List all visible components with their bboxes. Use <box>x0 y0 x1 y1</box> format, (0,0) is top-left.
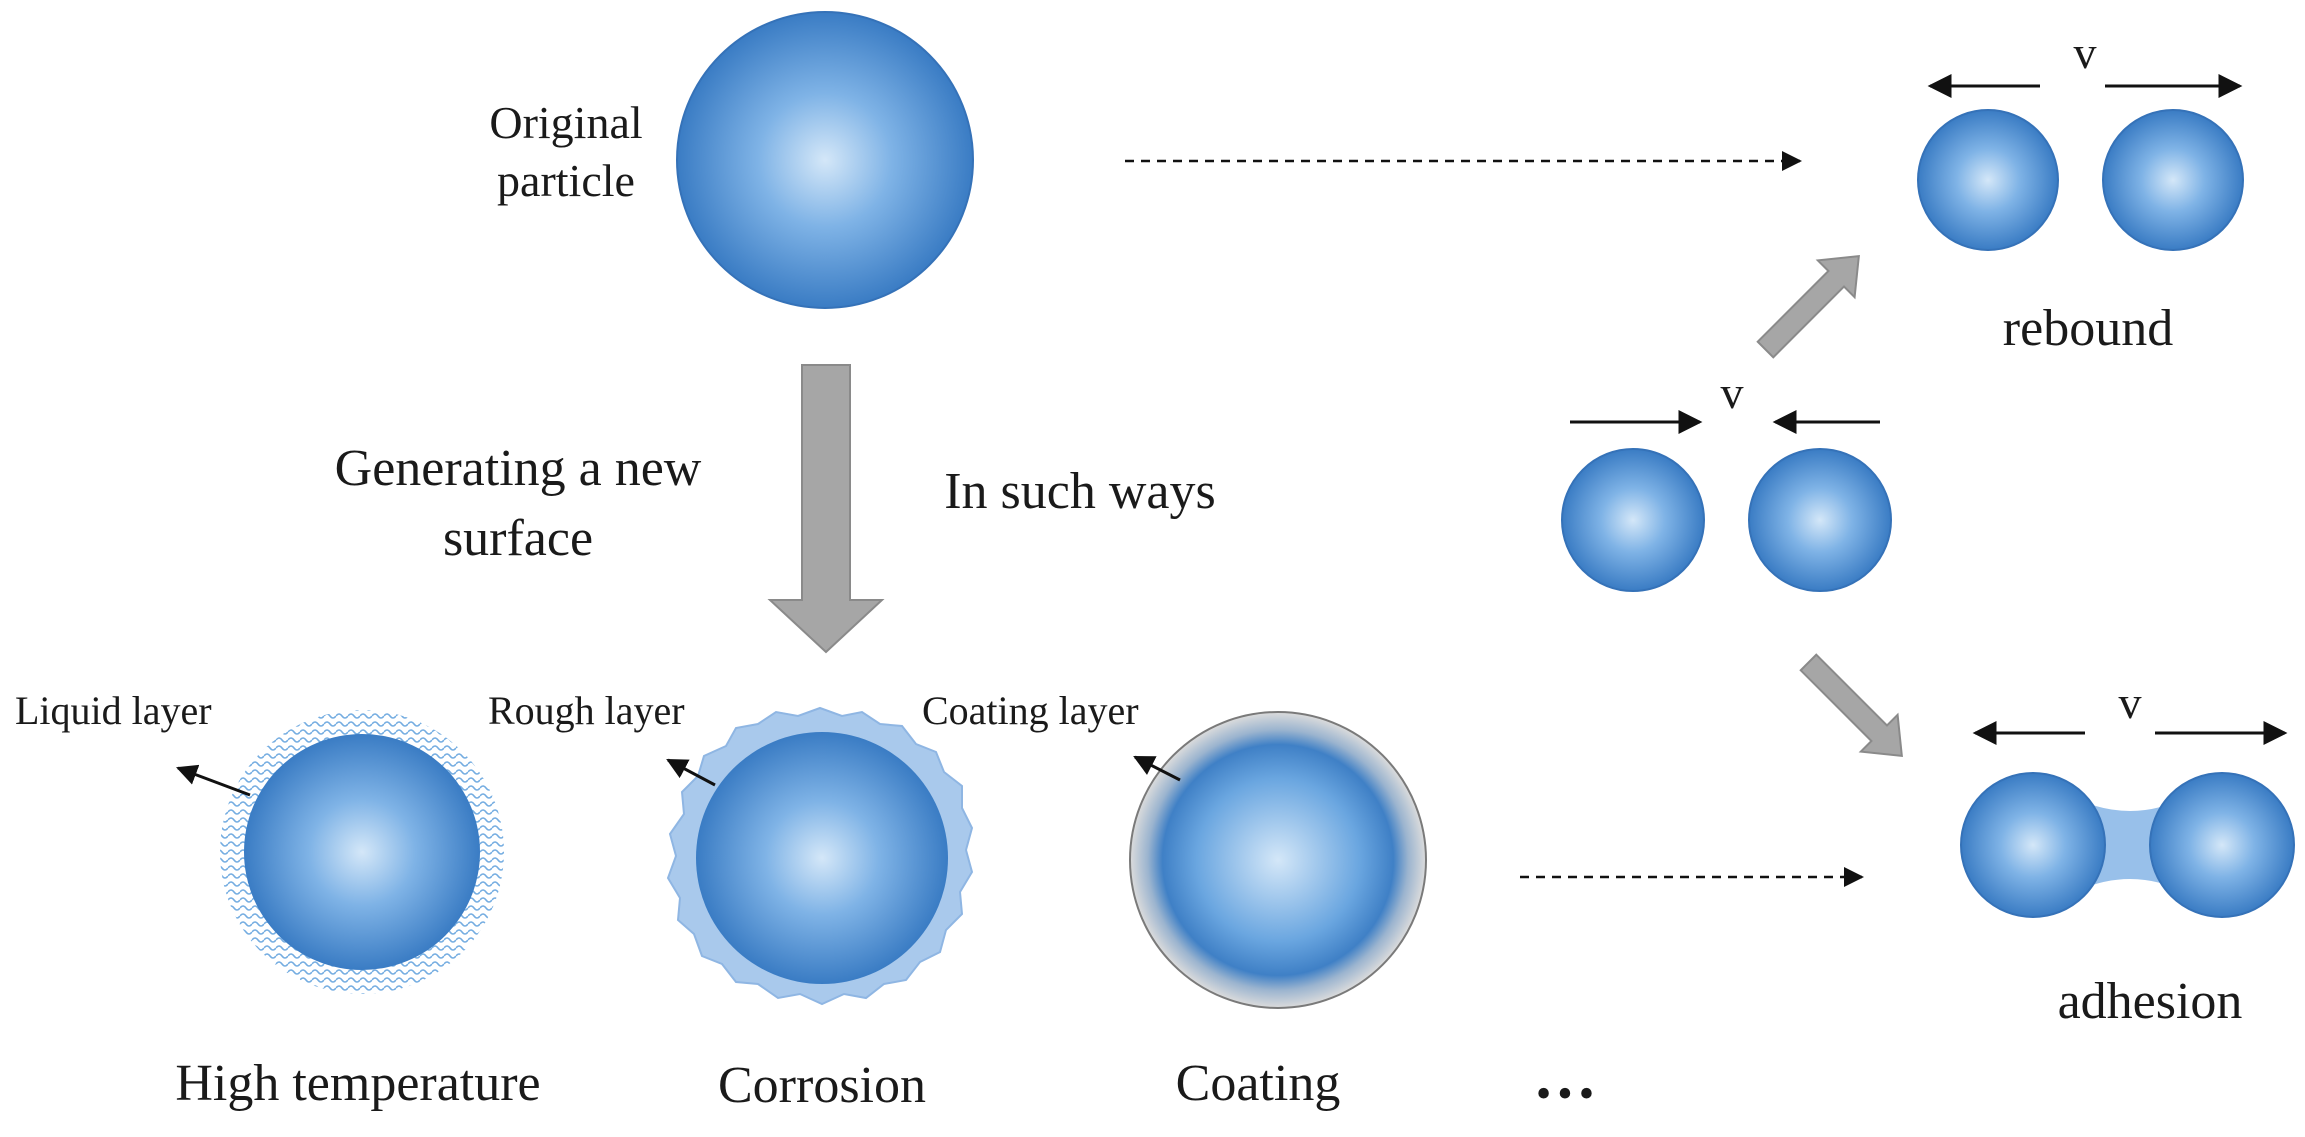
velocity-label-adhesion: v <box>2119 677 2142 728</box>
rebound-particle-left <box>1917 109 2059 251</box>
generating-label-line1: Generating a new <box>335 440 702 497</box>
adhesion-particle-right <box>2149 772 2295 918</box>
coating-layer-label: Coating layer <box>922 688 1139 733</box>
velocity-label-rebound: v <box>2074 27 2097 78</box>
original-particle-label-line1: Original <box>489 97 642 148</box>
original-particle-label-line2: particle <box>497 155 635 206</box>
original-particle <box>676 11 974 309</box>
colliding-particle-left <box>1561 448 1705 592</box>
adhesion-group: v adhesion <box>1960 677 2295 1030</box>
rough-layer-pointer <box>666 758 716 787</box>
high-temperature-label: High temperature <box>175 1055 540 1112</box>
high-temperature-particle <box>244 734 480 970</box>
corrosion-particle <box>696 732 948 984</box>
coating-label: Coating <box>1176 1055 1341 1112</box>
ellipsis-label: ••• <box>1536 1069 1600 1118</box>
liquid-layer-label: Liquid layer <box>15 688 212 733</box>
arrow-to-adhesion <box>1799 653 1903 757</box>
colliding-pair-group: v <box>1561 367 1892 592</box>
generating-label-line2: surface <box>443 510 593 567</box>
rebound-label: rebound <box>2003 300 2173 357</box>
liquid-layer-pointer <box>176 764 251 797</box>
in-such-ways-label: In such ways <box>944 463 1216 520</box>
big-down-arrow <box>767 364 885 654</box>
rebound-particle-right <box>2102 109 2244 251</box>
adhesion-label: adhesion <box>2058 973 2243 1030</box>
coating-layer-pointer <box>1133 755 1181 782</box>
coating-layer <box>1129 711 1427 1009</box>
rebound-group: v rebound <box>1917 27 2244 357</box>
colliding-particle-right <box>1748 448 1892 592</box>
rough-layer-label: Rough layer <box>488 688 685 733</box>
coating-particle-group: Coating layer Coating <box>922 688 1427 1112</box>
arrow-to-rebound <box>1756 255 1860 359</box>
corrosion-label: Corrosion <box>718 1057 926 1114</box>
corrosion-particle-group: Rough layer Corrosion <box>488 688 974 1114</box>
original-particle-group: Original particle <box>489 11 974 309</box>
adhesion-particle-left <box>1960 772 2106 918</box>
high-temperature-particle-group: Liquid layer High temperature <box>15 688 541 1112</box>
velocity-label-center: v <box>1721 367 1744 418</box>
